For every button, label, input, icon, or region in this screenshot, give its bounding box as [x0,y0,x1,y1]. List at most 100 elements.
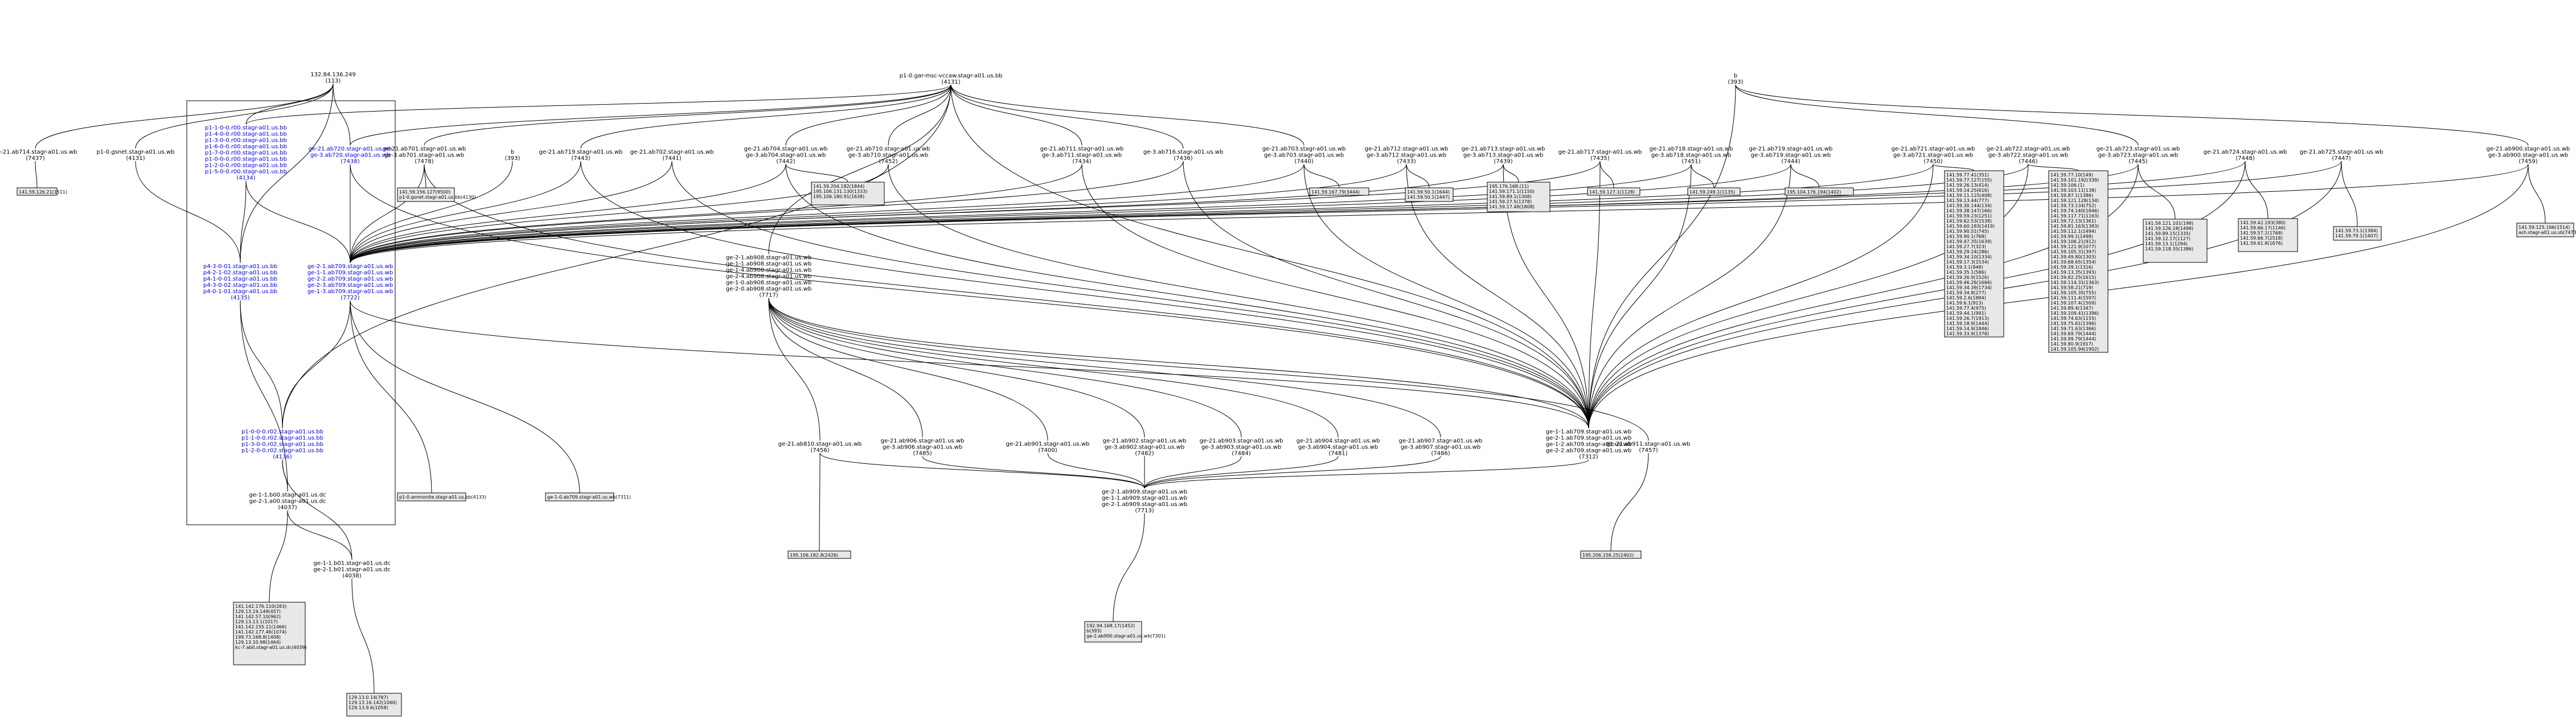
node-n9: ge-21.ab704.stagr-a01.us.wbge-3.ab704.st… [744,146,828,165]
address-box-line: ge-2.ab900.stagr-a01.us.wb(7301) [1086,634,1166,639]
node-label: (4131) [941,79,960,85]
node-label: p1-0.gsnet.stagr-a01.us.wb [97,149,175,155]
address-box-line: 141.59.59.23(1251) [1946,213,1992,219]
address-box-frame [2238,218,2298,252]
node-label: ge-21.ab906.stagr-a01.us.wb [881,438,965,445]
node-m11: ge-21.ab907.stagr-a01.us.wbge-3.ab907.st… [1399,438,1483,457]
address-box-line: 141.59.89.1(1308) [1489,194,1532,199]
address-box-frame [1687,187,1741,196]
edge-l1-l3 [287,510,352,560]
edge-m3-m10 [768,298,1339,438]
node-label: (7444) [1781,159,1800,165]
node-label: (7456) [810,447,829,454]
address-box-frame [545,492,614,501]
node-label: (7440) [1294,159,1313,165]
edge-n16-b7 [1599,161,1614,188]
edge-n15-b6 [1503,164,1519,183]
node-m12: ge-1-1.ab709.stagr-a01.us.wbge-2-1.ab709… [1546,429,1631,460]
node-label: (4038) [342,573,361,579]
address-box-line: 141.59.33.9(1378) [1946,331,1989,336]
edge-n20-m2 [350,164,2029,264]
address-box-line: 141.59.71.63(1366) [2050,326,2096,331]
edge-top_main-n9 [785,84,951,146]
node-label: (7713) [1135,508,1154,514]
address-box-line: 141.142.176.110(283) [235,604,286,609]
edge-top_main-n13 [950,84,1305,146]
node-label: ge-21.ab902.stagr-a01.us.wb [1103,438,1187,445]
address-box-line: 141.59.99.79(1444) [2050,336,2096,342]
address-box-line: 141.59.125.166(1514) [2518,225,2570,230]
node-label: ge-2-1.ab909.stagr-a01.us.wb [1102,501,1187,508]
address-box-line: 141.59.117.71(1163) [2050,213,2099,219]
address-box-frame [2143,219,2208,263]
address-box-b8: 141.59.249.1(1135) [1687,187,1741,196]
node-label: ge-21.ab717.stagr-a01.us.wb [1558,149,1642,155]
node-label: ge-21.ab720.stagr-a01.us.wb [309,146,392,153]
address-box-line: 141.59.3.1(948) [1946,265,1983,270]
address-box-line: 195.106.180.91(1638) [813,194,864,199]
node-label: (7433) [1397,159,1416,165]
address-box-line: 141.59.17.48(1808) [1489,204,1535,209]
node-label: (7312) [1579,454,1598,460]
edge-n16-m2 [350,161,1601,264]
address-box-frame [1487,182,1550,212]
address-box-b3: 141.59.204.182(1844)195.106.131.130(1333… [811,182,885,205]
address-box-line: 141.59.90.51(745) [1946,229,1989,234]
node-label: p1-0-0-0.r00.stagr-a01.us.bb [205,157,287,163]
address-box-frame [1405,187,1454,202]
node-label: ge-2-1.b01.stagr-a01.us.dc [313,567,390,573]
node-label: ge-3.ab704.stagr-a01.us.wb [746,153,826,159]
edge-n23-b14 [2341,161,2358,227]
node-label: (7445) [2128,159,2147,165]
edge-n17-m2 [350,164,1692,264]
edge-m3-m6 [768,298,923,438]
address-box-b18: ge-1-0.ab709.stagr-a01.us.wb(7311) [545,492,631,501]
edge-n11-m2 [350,164,1082,264]
edge-n9-m12 [785,164,1589,429]
node-label: p4-1-0-01.stagr-a01.us.bb [203,276,277,282]
address-box-line: 141.59.38.147(166) [1946,208,1992,213]
node-m8: ge-21.ab902.stagr-a01.us.wbge-3.ab902.st… [1103,438,1187,457]
edge-n3-m2 [245,180,351,264]
node-label: ge-21.ab903.stagr-a01.us.wb [1200,438,1283,445]
edge-n12-m12 [1183,161,1589,429]
address-box-frame [2333,226,2382,241]
node-label: ge-3.ab713.stagr-a01.us.wb [1463,153,1543,159]
edge-n4-m12 [350,164,1589,429]
address-box-line: 141.59.11.125(408) [1946,193,1992,198]
address-box-b9: 195.104.176.194(1402) [1785,187,1854,196]
address-box-frame [346,693,402,717]
cluster-layer [186,100,396,525]
node-label: (7482) [1135,451,1154,457]
address-box-line: 141.59.77.4(975) [1946,306,1986,311]
address-box-b22: 192.94.168.17(1452)b(393)ge-2.ab900.stag… [1084,621,1166,643]
node-label: (4136) [273,454,292,460]
edge-top_main-m3 [768,84,951,254]
address-box-line: 141.59.57.2(1768) [2240,231,2283,236]
edge-top_main-n10 [888,84,951,146]
address-box-b14: 141.59.73.1(1384)141.59.79.1(1407) [2333,226,2382,241]
node-label: ge-2-1.ab709.stagr-a01.us.wb [1546,435,1631,442]
edge-n21-b12 [2138,164,2176,220]
node-label: p1-3-0-0.r00.stagr-a01.us.bb [205,138,287,144]
edge-m5-b19 [819,453,821,552]
node-label: ge-21.ab810.stagr-a01.us.wb [778,441,862,447]
address-box-line: 141.59.73.1(1384) [2335,228,2378,233]
node-top_b: b(393) [1728,73,1744,85]
address-box-line: 141.59.47.35(1639) [1946,239,1992,244]
node-label: ge-21.ab725.stagr-a01.us.wb [2300,149,2384,155]
address-box-line: 141.59.156.127(9500) [399,190,450,195]
node-label: ge-1-1.b01.stagr-a01.us.dc [313,561,390,567]
address-box-line: 141.59.39.1(1316) [2050,265,2093,270]
address-box-line: 129.13.19.149(457) [235,609,281,614]
edge-m3-m8 [768,298,1145,438]
node-label: ge-21.ab724.stagr-a01.us.wb [2204,149,2287,155]
node-label: ge-2-1.ab709.stagr-a01.us.wb [307,264,393,270]
edge-n10-m2 [350,164,889,264]
node-label: (7452) [879,159,897,165]
address-box-line: 141.59.112.1(1494) [2050,229,2096,234]
node-label: p1-0.gar-msc-vccaw.stagr-a01.us.bb [900,73,1003,79]
node-label: ge-1-1.ab909.stagr-a01.us.wb [1102,495,1187,501]
node-label: (7484) [1232,451,1250,457]
